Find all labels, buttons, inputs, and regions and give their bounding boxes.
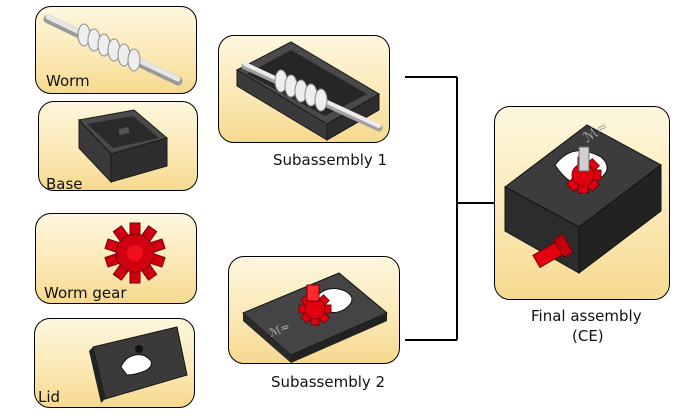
worm-gear-icon xyxy=(104,222,166,284)
worm-gear-label: Worm gear xyxy=(44,284,127,302)
final-assembly-label-line2: (CE) xyxy=(572,327,604,345)
base-card: Base xyxy=(38,101,198,191)
worm-label: Worm xyxy=(46,72,90,90)
lid-card: Lid xyxy=(34,318,195,408)
subassembly-2-card: ℳ≈ xyxy=(228,256,400,364)
worm-gear-card: Worm gear xyxy=(35,213,197,304)
final-assembly-label-line1: Final assembly xyxy=(531,307,642,325)
lid-label: Lid xyxy=(38,388,61,406)
base-housing-icon xyxy=(78,109,169,184)
subassembly-2-label: Subassembly 2 xyxy=(271,373,386,391)
final-assembly-card: ℳ≈ xyxy=(494,106,670,300)
subassembly-1-card xyxy=(218,35,390,143)
worm-card: Worm xyxy=(35,6,197,94)
subassembly-2-icon: ℳ≈ xyxy=(242,272,388,363)
lid-plate-icon xyxy=(89,326,188,403)
final-assembly-icon: ℳ≈ xyxy=(504,118,662,275)
base-label: Base xyxy=(46,175,83,191)
subassembly-1-label: Subassembly 1 xyxy=(273,151,388,169)
subassembly-1-icon xyxy=(235,41,383,141)
worm-shaft-icon xyxy=(43,14,183,86)
